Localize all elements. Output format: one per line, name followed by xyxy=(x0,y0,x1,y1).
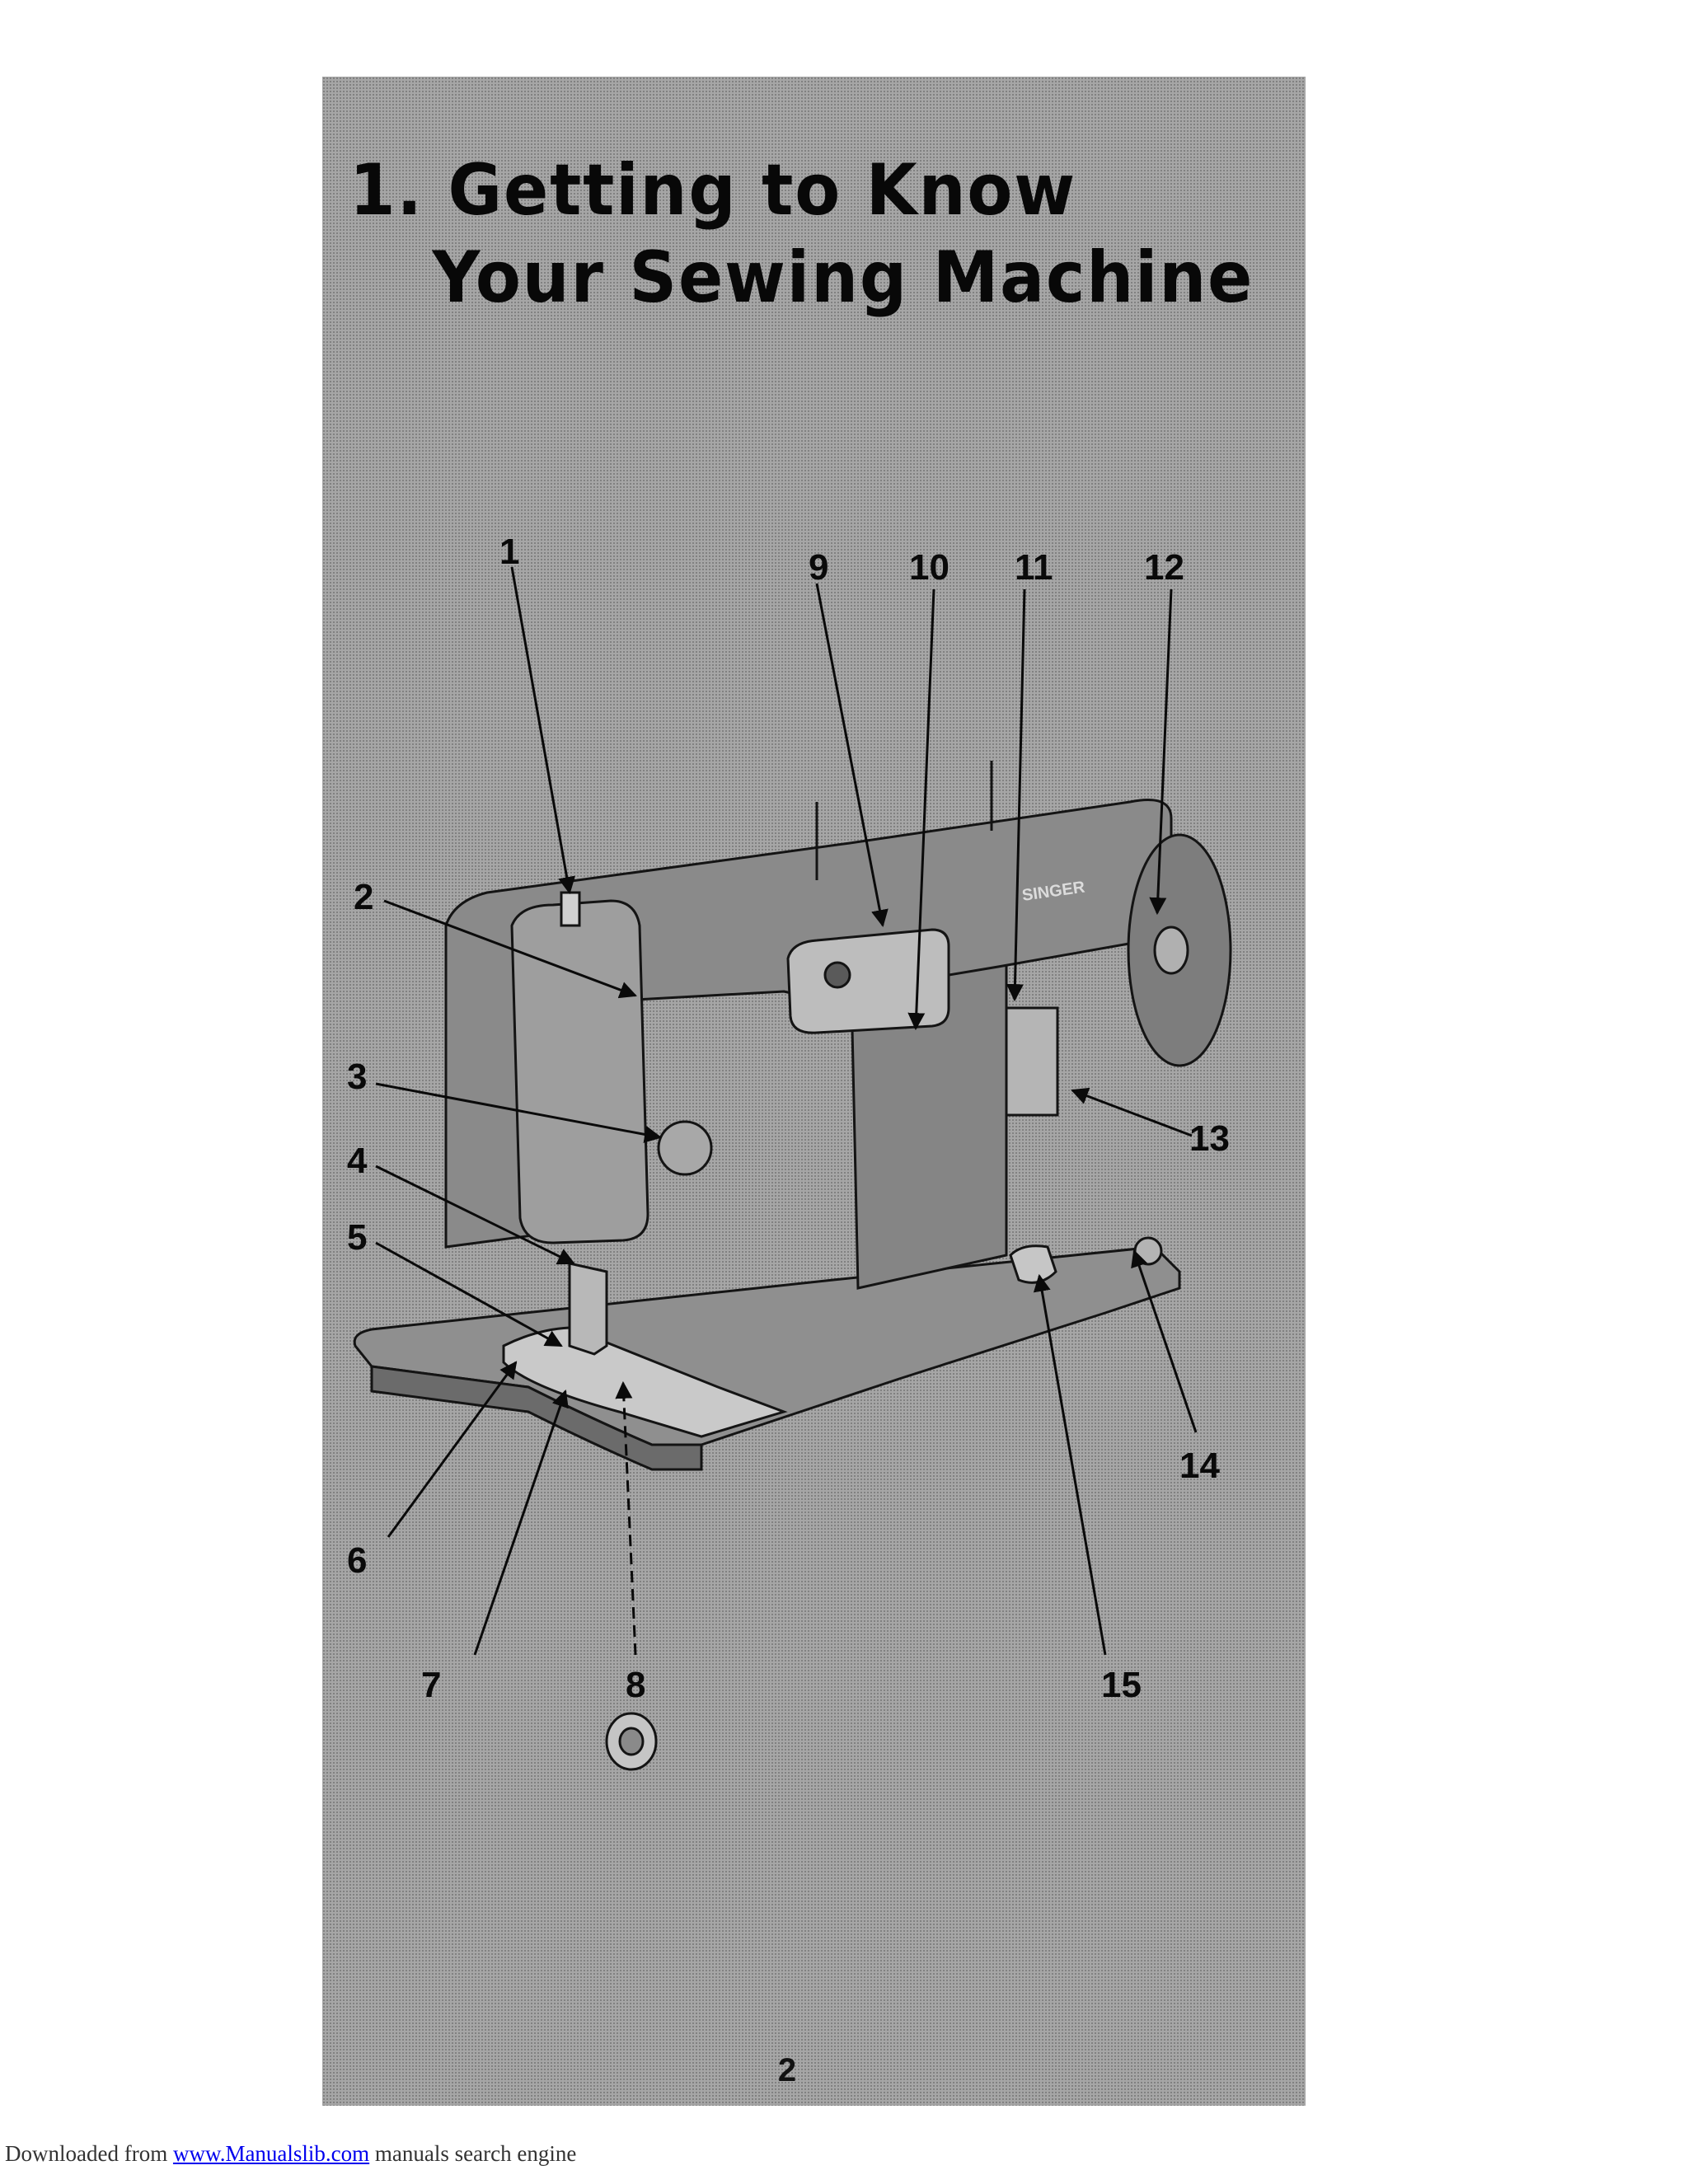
callout-11: 11 xyxy=(1015,547,1053,588)
light-switch-knob xyxy=(1133,1236,1163,1266)
callout-13: 13 xyxy=(1189,1118,1230,1159)
stitch-control-panel xyxy=(1005,1006,1059,1117)
face-plate xyxy=(510,899,649,1244)
footer-suffix: manuals search engine xyxy=(369,2141,577,2166)
bobbin-winder xyxy=(1153,926,1189,975)
callout-7: 7 xyxy=(421,1665,441,1705)
presser-foot xyxy=(568,1262,608,1356)
callout-10: 10 xyxy=(909,547,950,588)
callout-6: 6 xyxy=(347,1540,367,1581)
manualslib-link[interactable]: www.Manualslib.com xyxy=(172,2141,370,2166)
callout-15: 15 xyxy=(1101,1665,1142,1705)
callout-2: 2 xyxy=(354,877,373,917)
callout-14: 14 xyxy=(1179,1446,1220,1486)
throat-plate xyxy=(502,1326,788,1438)
title-line-2: Your Sewing Machine xyxy=(432,237,1254,319)
footer-prefix: Downloaded from xyxy=(5,2141,173,2166)
singer-logo-icon xyxy=(823,961,851,989)
page-title: 1. Getting to Know Your Sewing Machine xyxy=(349,147,1254,321)
callout-3: 3 xyxy=(347,1057,367,1097)
callout-1: 1 xyxy=(499,532,519,572)
callout-9: 9 xyxy=(809,547,828,588)
callout-leaders xyxy=(375,566,1198,1656)
callout-8: 8 xyxy=(626,1665,645,1705)
sewing-machine-diagram: SINGER 1 2 3 4 5 6 7 8 9 10 11 12 13 14 … xyxy=(347,532,1232,1771)
callout-12: 12 xyxy=(1144,547,1184,588)
illustration-panel xyxy=(322,77,1306,2106)
stitch-selector-knob xyxy=(1009,1244,1057,1284)
callout-4: 4 xyxy=(347,1141,368,1181)
callout-labels: 1 2 3 4 5 6 7 8 9 10 11 12 13 14 15 xyxy=(347,532,1230,1705)
title-line-1: 1. Getting to Know xyxy=(349,149,1076,232)
top-cover-plate xyxy=(786,928,950,1034)
page-number: 2 xyxy=(777,2052,797,2088)
callout-5: 5 xyxy=(347,1217,367,1258)
take-up-lever xyxy=(560,891,581,927)
download-footer: Downloaded from www.Manualslib.com manua… xyxy=(5,2141,576,2167)
tension-dial xyxy=(657,1120,713,1176)
